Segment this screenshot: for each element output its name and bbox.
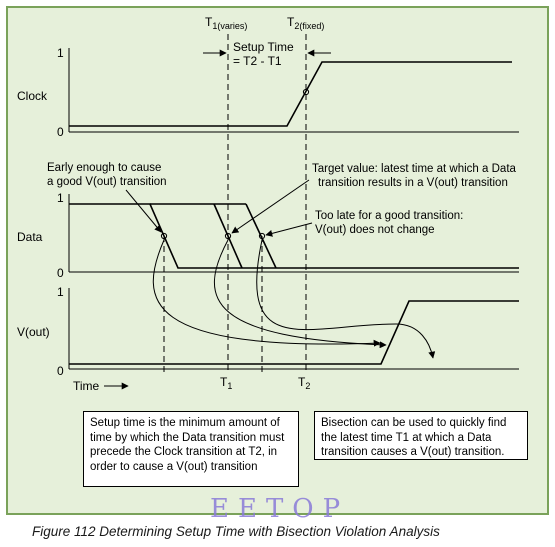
t1-axis-tick: T1 [220, 375, 232, 391]
vout-high-level: 1 [57, 285, 64, 299]
annotation-early-line2: a good V(out) transition [47, 176, 167, 188]
target-effect-curve [214, 239, 387, 349]
data-low-level: 0 [57, 266, 64, 280]
t2-axis-tick: T2 [298, 375, 310, 391]
target-pointer-arrow [231, 179, 310, 234]
late-pointer-arrow [265, 222, 313, 237]
annotation-target-line1: Target value: latest time at which a Dat… [312, 163, 517, 175]
data-early-point [160, 232, 168, 240]
bisection-note: Bisection can be used to quickly find th… [314, 411, 528, 460]
annotation-early-line1: Early enough to cause [47, 162, 161, 174]
data-signal-label: Data [17, 230, 43, 244]
clock-signal-label: Clock [17, 89, 48, 103]
data-target-point [224, 232, 232, 240]
time-axis-label: Time [73, 379, 100, 393]
vout-waveform [69, 300, 519, 365]
clock-waveform [69, 61, 512, 127]
data-waveform-early [69, 203, 519, 269]
data-late-point [258, 232, 266, 240]
setup-time-formula: = T2 - T1 [233, 54, 282, 68]
clock-edge-point [302, 88, 310, 96]
data-waveform-late [245, 203, 277, 269]
annotation-target-line2: transition results in a V(out) transitio… [318, 177, 508, 189]
data-waveform-target [213, 203, 243, 269]
vout-signal-label: V(out) [17, 325, 50, 339]
t1-marker-label: T1(varies) [205, 15, 247, 31]
data-high-level: 1 [57, 191, 64, 205]
t2-marker-label: T2(fixed) [287, 15, 324, 31]
early-effect-curve [152, 239, 381, 347]
watermark-logo: EETOP [210, 494, 350, 524]
clock-high-level: 1 [57, 46, 64, 60]
annotation-late-line1: Too late for a good transition: [315, 210, 463, 222]
setup-time-label: Setup Time [233, 40, 294, 54]
setup-time-note: Setup time is the minimum amount of time… [83, 411, 299, 487]
figure-caption: Figure 112 Determining Setup Time with B… [32, 524, 440, 539]
early-pointer-arrow [125, 189, 162, 233]
vout-low-level: 0 [57, 364, 64, 378]
clock-low-level: 0 [57, 125, 64, 139]
annotation-late-line2: V(out) does not change [315, 224, 435, 236]
late-effect-curve [256, 239, 436, 359]
